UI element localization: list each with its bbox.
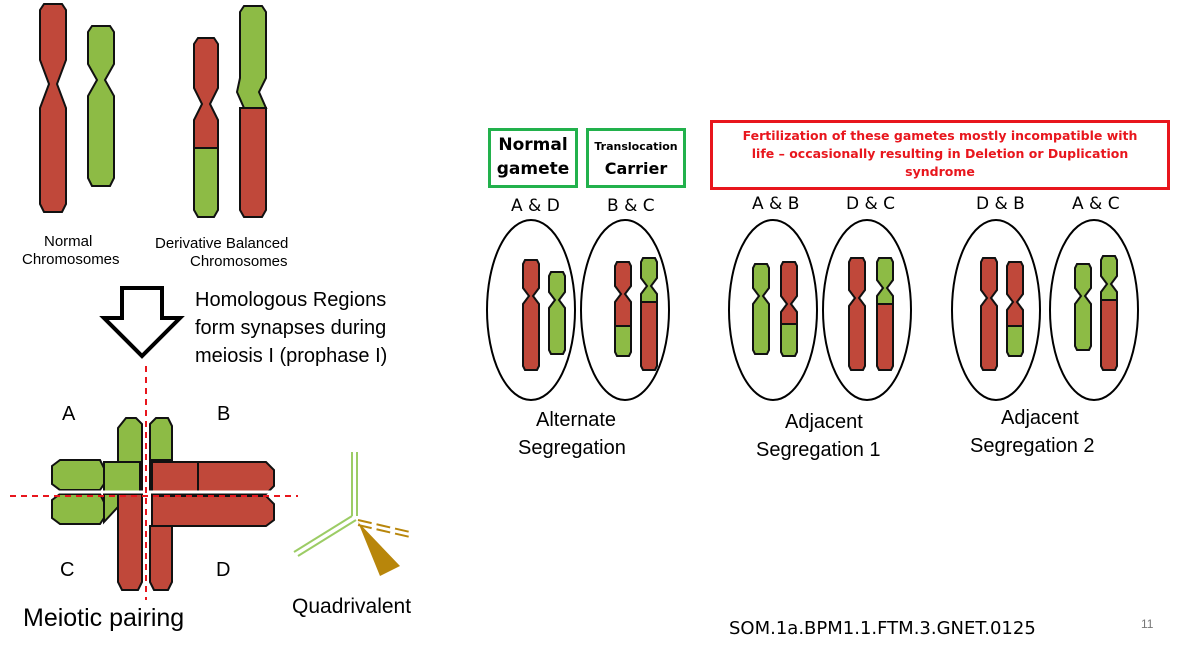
homologous-text-line2: form synapses during [195,317,387,339]
warning-line2: life – occasionally resulting in Deletio… [751,146,1129,161]
alternate-segregation-line2: Segregation [518,437,626,459]
translocation-carrier-box: Translocation Carrier [586,128,686,188]
translocation-line2: Carrier [604,159,668,178]
gamete-chromosomes-b-c [614,257,658,371]
normal-chromosomes-label-line2: Chromosomes [22,251,120,268]
gamete-label-3: A & B [752,194,800,214]
meiotic-pairing-cross [50,416,278,592]
gamete-label-6: A & C [1072,194,1120,214]
alternate-segregation-line1: Alternate [536,409,617,431]
normal-chromosome-green [87,25,115,187]
gamete-label-1: A & D [511,196,560,216]
quad-label-c: C [60,559,75,581]
normal-gamete-line2: gamete [496,159,570,179]
gamete-ellipse [822,219,912,401]
normal-gamete-box: Normal gamete [488,128,578,188]
warning-box: Fertilization of these gametes mostly in… [710,120,1170,190]
page-number: 11 [1141,617,1154,631]
gamete-label-4: D & C [846,194,896,214]
derivative-chromosomes-label: Derivative Balanced [155,235,289,252]
gamete-ellipse [1049,219,1139,401]
gamete-chromosomes-d-b [980,257,1024,371]
quadrivalent-icon [293,452,411,576]
gamete-chromosomes-a-d [522,259,566,371]
document-code: SOM.1a.BPM1.1.FTM.3.GNET.0125 [729,618,1036,639]
derivative-chromosome-1 [193,37,219,218]
quad-label-b: B [217,403,231,425]
quad-label-d: D [216,559,231,581]
adjacent-segregation-1-line1: Adjacent [785,411,863,433]
gamete-ellipse [728,219,818,401]
normal-chromosome-red [39,3,67,213]
adjacent-segregation-2-line2: Segregation 2 [970,435,1095,457]
gamete-chromosomes-a-b [752,261,798,357]
adjacent-segregation-1-line2: Segregation 1 [756,439,881,461]
homologous-text-line1: Homologous Regions [195,289,387,311]
warning-line1: Fertilization of these gametes mostly in… [742,128,1138,143]
normal-gamete-line1: Normal [498,135,568,155]
adjacent-segregation-2-line1: Adjacent [1001,407,1079,429]
normal-chromosomes-label: Normal [44,233,93,250]
warning-line3: syndrome [905,164,975,179]
gamete-label-2: B & C [607,196,655,216]
gamete-chromosomes-a-c [1074,255,1118,371]
derivative-chromosome-2 [235,5,268,218]
quad-label-a: A [62,403,76,425]
gamete-label-5: D & B [976,194,1025,214]
meiotic-pairing-caption: Meiotic pairing [23,604,185,632]
translocation-line1: Translocation [594,140,678,153]
quadrivalent-caption: Quadrivalent [292,595,412,618]
homologous-text-line3: meiosis I (prophase I) [195,345,388,367]
gamete-chromosomes-d-c [848,257,894,371]
down-arrow-icon [99,286,185,359]
derivative-chromosomes-label-line2: Chromosomes [190,253,288,270]
